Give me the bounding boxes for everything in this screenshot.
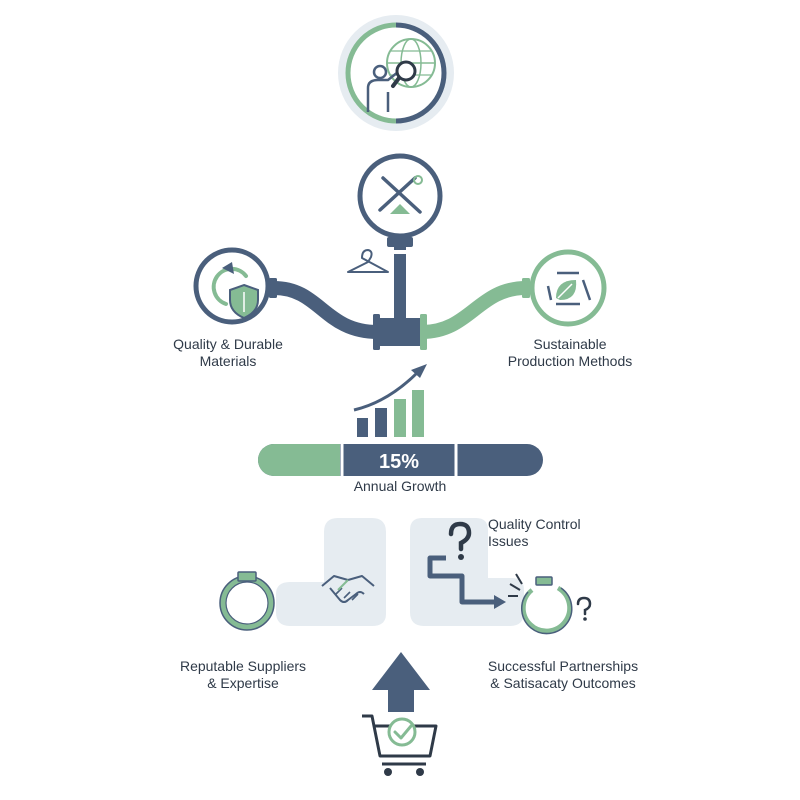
spark-lines [508, 573, 523, 597]
label-line: Successful Partnerships [487, 658, 639, 674]
hanger-icon [347, 249, 389, 273]
label-line: Reputable Suppliers [179, 658, 307, 674]
handshake-icon [321, 575, 375, 603]
shopping-cart-check-icon [362, 714, 438, 776]
question-mark-icon [448, 521, 472, 560]
label-successful-partnerships: Successful Partnerships & Satisacaty Out… [478, 658, 648, 692]
label-line: Materials [199, 353, 257, 369]
label-line: & Satisacaty Outcomes [490, 675, 636, 691]
label-line: Issues [488, 533, 529, 549]
label-line: Quality & Durable [173, 336, 283, 352]
recycle-leaf-icon [529, 249, 607, 327]
magnifier-globe-person-icon [338, 15, 454, 131]
label-annual-growth: Annual Growth [353, 478, 447, 494]
label-sustainable-methods: Sustainable Production Methods [490, 336, 650, 370]
broken-ring-icon [521, 576, 573, 635]
pipe-network [269, 237, 530, 350]
label-reputable-suppliers: Reputable Suppliers & Expertise [158, 658, 328, 692]
question-mark-small-icon [576, 596, 592, 621]
up-arrow-icon [372, 652, 430, 712]
label-line: Production Methods [507, 353, 633, 369]
crossed-tools-icon [357, 153, 443, 239]
label-line: & Expertise [207, 675, 279, 691]
growth-chart-icon [353, 364, 427, 437]
label-line: Sustainable [533, 336, 607, 352]
ring-icon [219, 571, 275, 631]
recycle-shield-icon [193, 247, 271, 325]
background-panels [276, 518, 524, 626]
label-line: Quality Control [488, 516, 581, 532]
label-quality-issues: Quality Control Issues [488, 516, 581, 550]
growth-progress-bar [258, 444, 543, 476]
growth-value: 15% [378, 451, 420, 473]
flow-arrow [427, 555, 506, 609]
label-quality-materials: Quality & Durable Materials [158, 336, 298, 370]
